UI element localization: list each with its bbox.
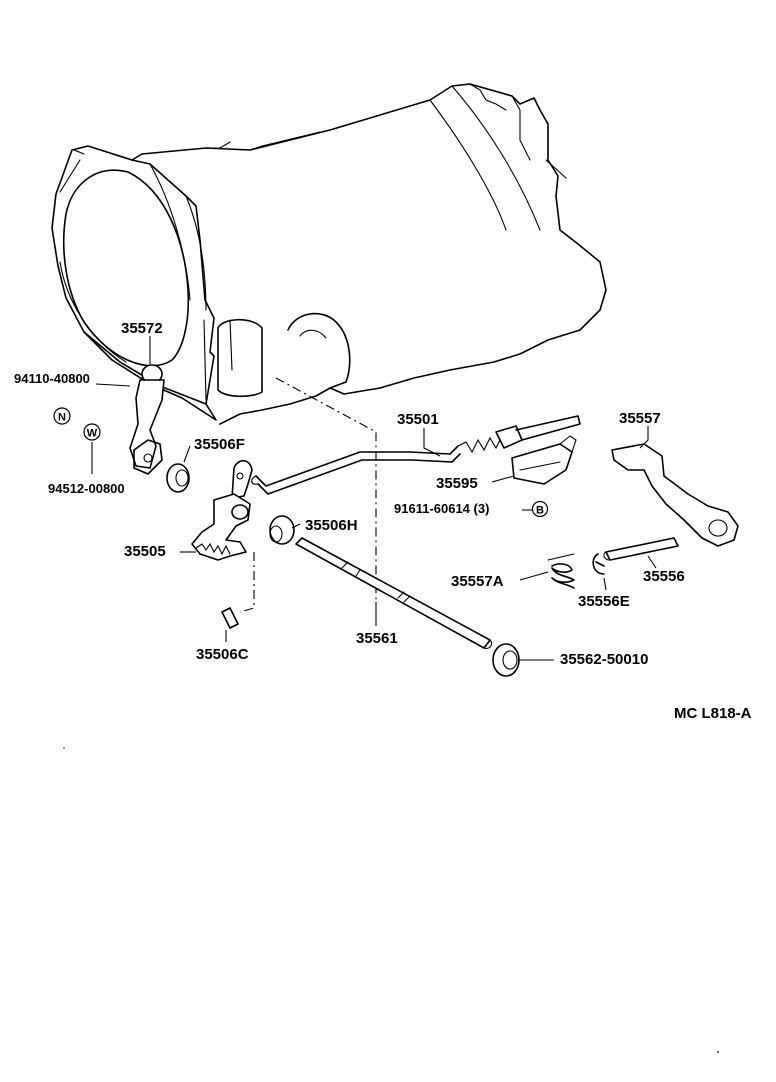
part-35506H-bushing — [269, 515, 295, 545]
label-35505: 35505 — [124, 543, 166, 560]
label-35556: 35556 — [643, 568, 685, 585]
label-35557A: 35557A — [451, 573, 504, 590]
label-35572: 35572 — [121, 320, 163, 337]
part-35595-bracket — [511, 435, 577, 485]
bolt-symbol: B — [531, 500, 549, 518]
part-35572-lever — [129, 364, 165, 475]
svg-text:N: N — [58, 412, 66, 424]
nut-symbol: N — [53, 407, 71, 425]
label-35506H: 35506H — [305, 517, 358, 534]
alignment-lines — [149, 377, 377, 613]
transmission-case — [51, 83, 607, 425]
part-35561-shaft — [295, 537, 493, 649]
part-35501-cable — [251, 415, 581, 495]
part-35557-lever — [611, 443, 739, 547]
washer-symbol: W — [83, 423, 101, 441]
label-35501: 35501 — [397, 411, 439, 428]
svg-text:B: B — [536, 505, 544, 517]
part-35557A-spring — [547, 553, 575, 589]
label-35506C: 35506C — [196, 646, 249, 663]
part-35505-detent-plate — [191, 459, 253, 561]
leader-lines — [91, 336, 657, 661]
label-94110-40800: 94110-40800 — [14, 371, 90, 386]
label-91611-60614: 91611-60614 (3) — [394, 501, 489, 516]
part-35556E-clip — [592, 553, 605, 575]
label-35506F: 35506F — [194, 436, 245, 453]
speck — [63, 747, 65, 749]
label-35562-50010: 35562-50010 — [560, 651, 648, 668]
label-35561: 35561 — [356, 630, 398, 647]
part-labels: 35572 94110-40800 94512-00800 35506F 355… — [14, 320, 685, 668]
label-35557: 35557 — [619, 410, 661, 427]
part-35562-seal — [492, 643, 520, 677]
svg-text:W: W — [87, 428, 98, 440]
label-35556E: 35556E — [578, 593, 630, 610]
label-94512-00800: 94512-00800 — [48, 481, 125, 496]
speck — [717, 1051, 719, 1053]
label-35595: 35595 — [436, 475, 478, 492]
part-35556-pin — [603, 537, 679, 561]
part-35506F-seal — [166, 463, 190, 493]
part-35506C-pin — [221, 607, 239, 629]
reference-code: MC L818-A — [674, 705, 752, 722]
